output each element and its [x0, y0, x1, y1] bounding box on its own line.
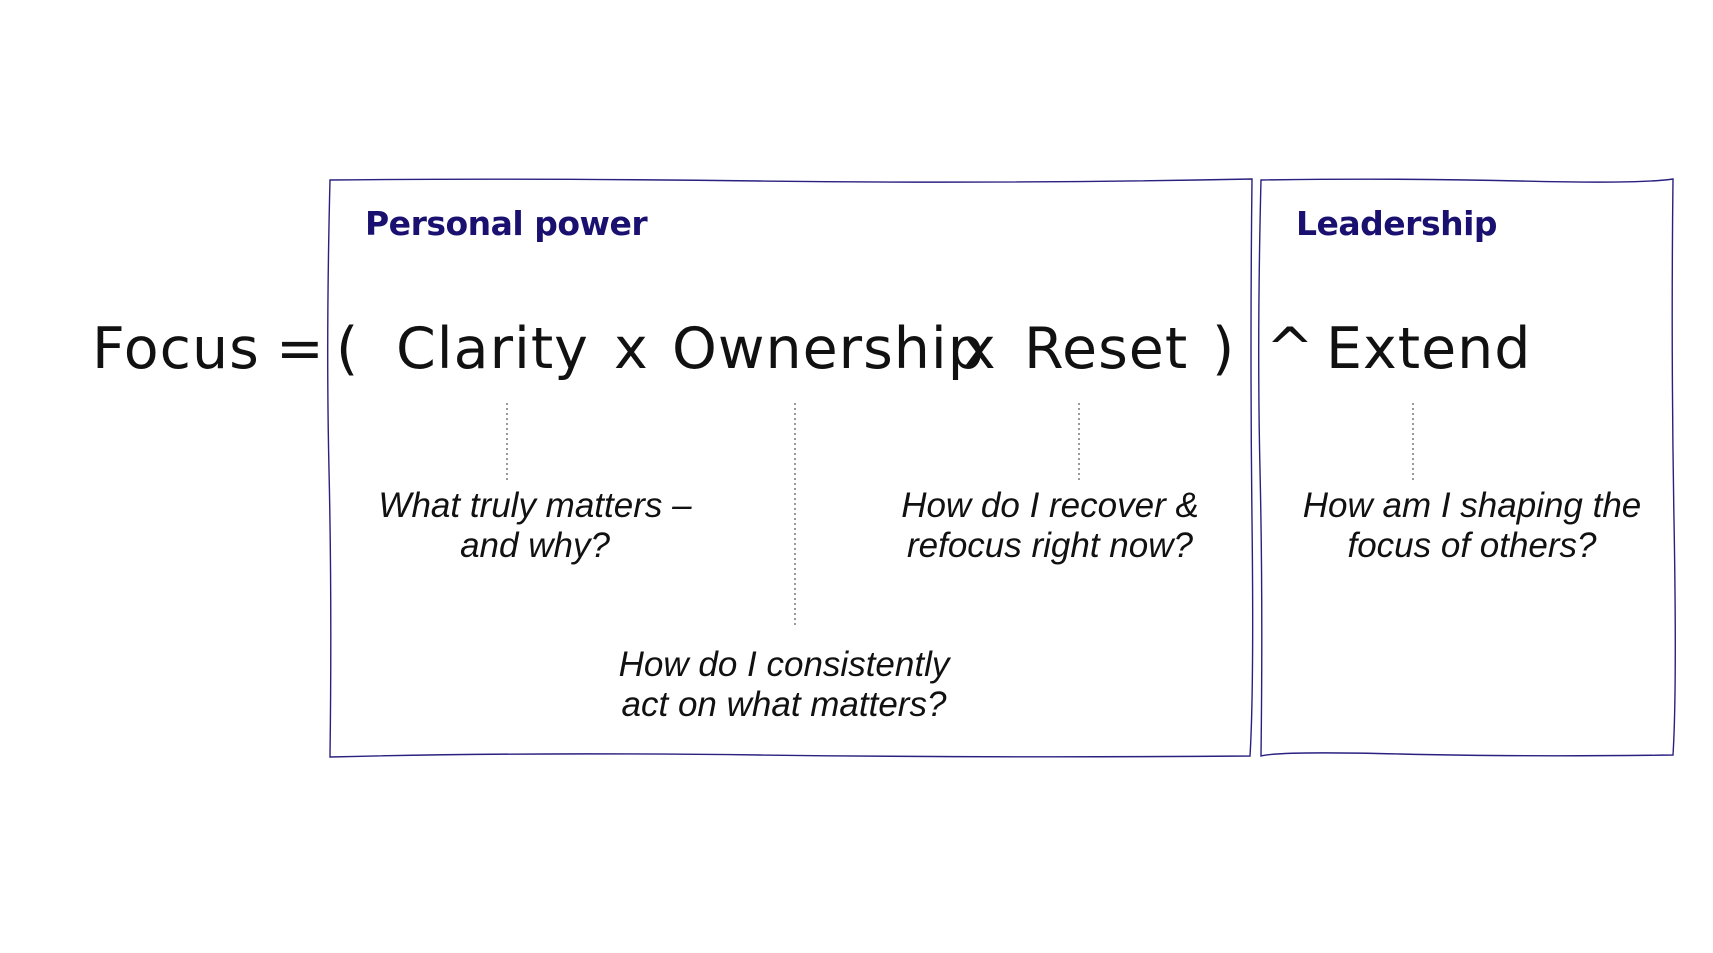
clarity-question: What truly matters – and why? — [350, 486, 720, 566]
eq-times-1: x — [614, 316, 649, 382]
ownership-question-line2: act on what matters? — [621, 685, 947, 724]
eq-caret: ^ — [1266, 316, 1315, 382]
extend-question-line1: How am I shaping the — [1302, 486, 1642, 525]
extend-question-line2: focus of others? — [1347, 526, 1597, 565]
clarity-question-line1: What truly matters – — [378, 486, 692, 525]
eq-ownership: Ownership — [672, 316, 985, 382]
extend-question: How am I shaping the focus of others? — [1272, 486, 1672, 566]
eq-extend: Extend — [1326, 316, 1532, 382]
eq-times-2: x — [962, 316, 997, 382]
eq-close-paren: ) — [1212, 316, 1236, 382]
personal-power-frame — [327, 178, 1254, 758]
ownership-question: How do I consistently act on what matter… — [584, 645, 984, 725]
eq-open-paren: ( — [336, 316, 360, 382]
clarity-question-line2: and why? — [460, 526, 610, 565]
reset-question-line1: How do I recover & — [901, 486, 1199, 525]
eq-reset: Reset — [1024, 316, 1189, 382]
reset-question: How do I recover & refocus right now? — [870, 486, 1230, 566]
ownership-question-line1: How do I consistently — [618, 645, 950, 684]
personal-power-title: Personal power — [365, 204, 648, 243]
leadership-title: Leadership — [1296, 204, 1498, 243]
eq-clarity: Clarity — [396, 316, 589, 382]
reset-question-line2: refocus right now? — [907, 526, 1193, 565]
eq-equals: = — [276, 316, 325, 382]
leadership-frame — [1258, 178, 1676, 757]
eq-focus: Focus — [92, 316, 260, 382]
